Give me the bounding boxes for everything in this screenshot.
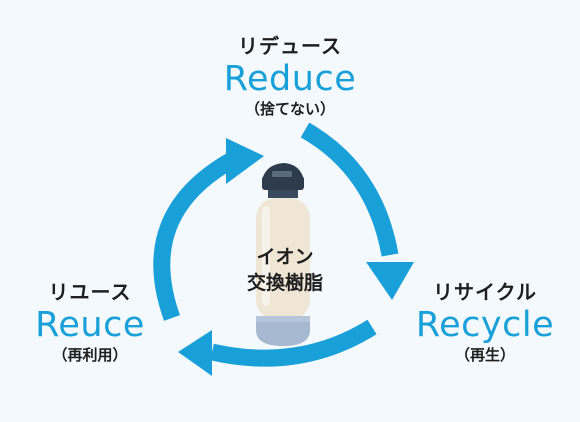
reuse-en-label: Reuce [35,305,145,345]
reuse-jp-label: リユース [48,280,132,304]
reduce-jp-label: リデュース [238,34,342,58]
arrowhead-right-top [226,138,264,184]
center-label-line1: イオン [256,246,314,268]
reuse-group: リユース Reuce （再利用） [20,282,160,363]
reduce-en-label: Reduce [223,59,357,99]
arrow-recycle-to-reuse [210,319,377,367]
recycle-en-label: Recycle [415,305,555,345]
reuse-sub-label: （再利用） [52,346,128,364]
arrow-reuse-to-reduce [153,152,237,321]
reduce-group: リデュース Reduce （捨てない） [190,36,390,117]
resin-tank [256,163,310,346]
recycle-jp-label: リサイクル [433,280,537,304]
recycle-sub-label: （再生） [454,346,515,364]
cycle-arrows [153,122,399,367]
center-label: イオン 交換樹脂 [210,244,360,296]
arrowhead-left-bottom [178,330,212,376]
arrowhead-down-right [366,262,414,300]
center-label-line2: 交換樹脂 [246,272,323,294]
reduce-sub-label: （捨てない） [244,100,335,118]
recycle-group: リサイクル Recycle （再生） [400,282,570,363]
arrow-reduce-to-recycle [300,122,399,257]
